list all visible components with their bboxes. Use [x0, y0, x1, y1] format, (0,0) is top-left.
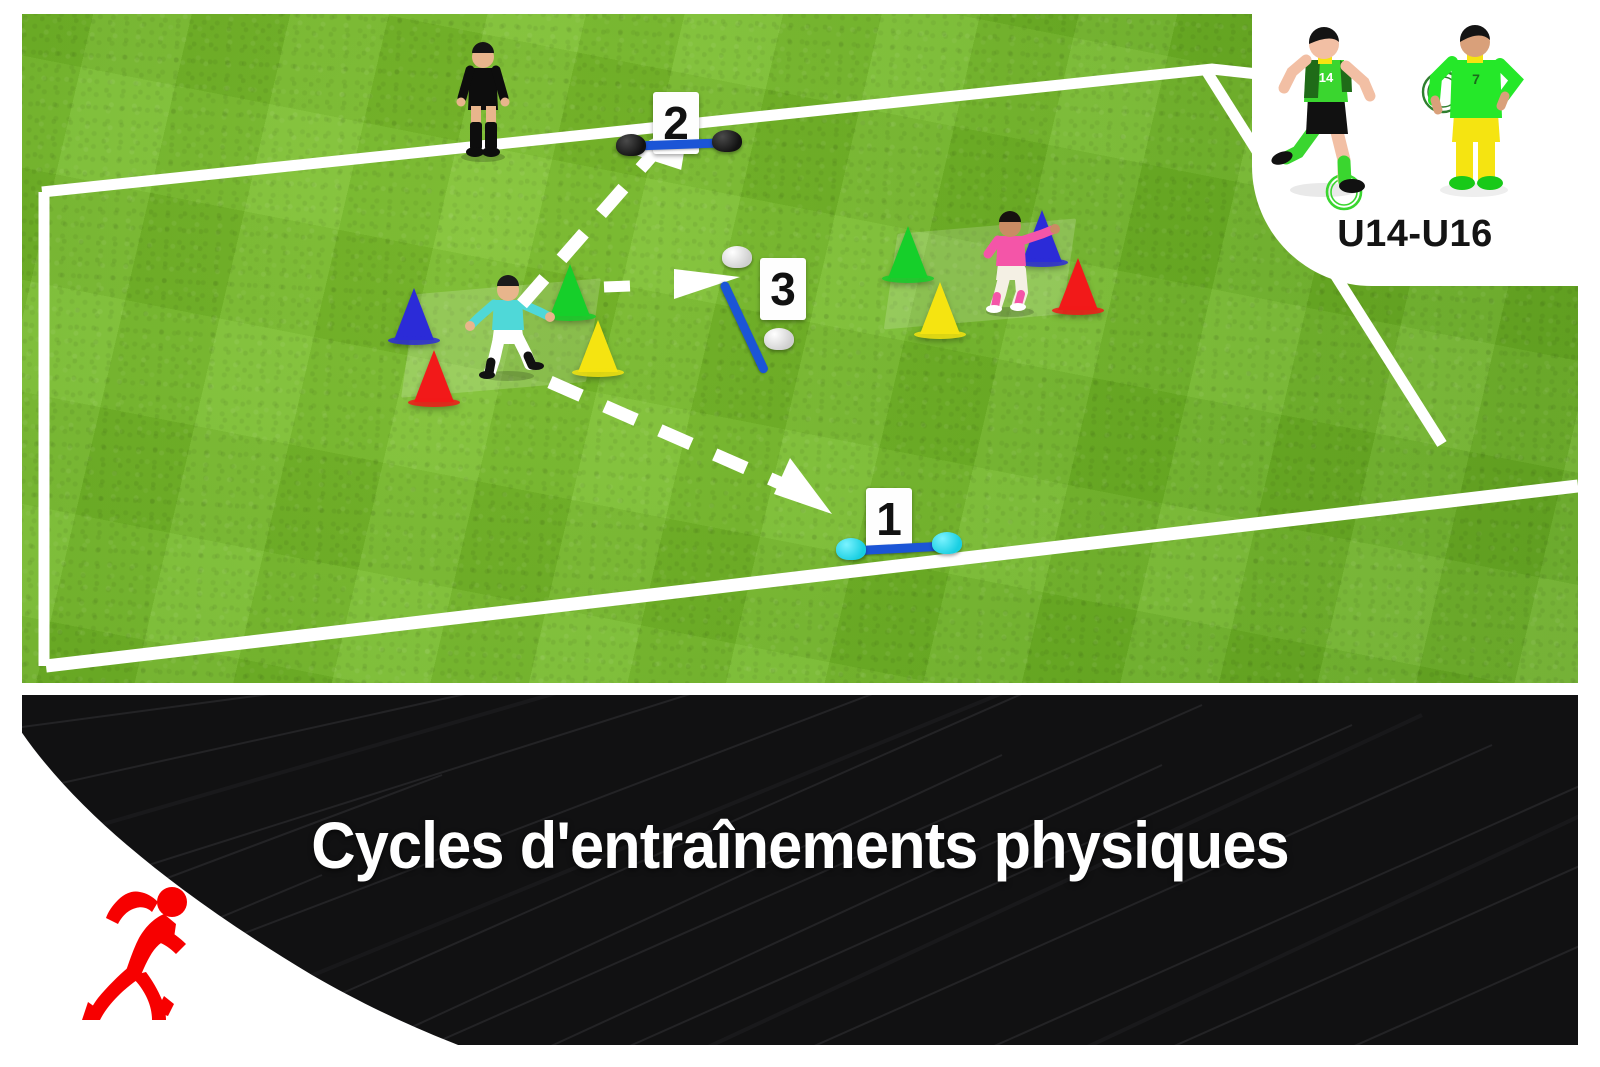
marker-3-label: 3 [760, 258, 806, 320]
cone-red-right-zone [1052, 258, 1104, 315]
marker-1: 1 [836, 488, 966, 564]
marker-2-base-left [616, 134, 646, 156]
badge-player-dribbling: 14 [1271, 27, 1376, 211]
cone-yellow-left-zone [572, 320, 624, 377]
marker-3-base-top [722, 246, 752, 268]
marker-2: 2 [608, 92, 742, 162]
player-right [983, 211, 1060, 317]
badge-jersey-number-14: 14 [1319, 70, 1334, 85]
age-group-label: U14-U16 [1337, 213, 1493, 255]
marker-3: 3 [708, 234, 828, 375]
cone-yellow-right-zone [914, 282, 966, 339]
running-man-icon [82, 887, 187, 1020]
marker-3-base-bottom [764, 328, 794, 350]
page-title: Cycles d'entraînements physiques [311, 808, 1289, 882]
marker-1-label: 1 [866, 488, 912, 550]
badge-player-standing: 7 [1421, 25, 1524, 197]
marker-1-base-left [836, 538, 866, 560]
cone-green-right-zone [882, 226, 934, 283]
marker-2-base-right [712, 130, 742, 152]
coach-figure [456, 42, 510, 162]
badge-players: 14 7 [1271, 25, 1524, 211]
marker-1-base-right [932, 532, 962, 554]
badge-jersey-number-7: 7 [1472, 71, 1480, 87]
player-left [465, 275, 555, 381]
arrow-to-marker-1 [547, 376, 832, 514]
age-group-badge: 14 7 U14-U1 [1252, 14, 1578, 286]
cone-red-left-zone [408, 350, 460, 407]
cone-blue-left-zone [388, 288, 440, 345]
arrow-to-marker-3 [603, 269, 740, 299]
cone-green-left-zone [544, 264, 596, 321]
title-banner: Cycles d'entraînements physiques [22, 695, 1578, 1045]
